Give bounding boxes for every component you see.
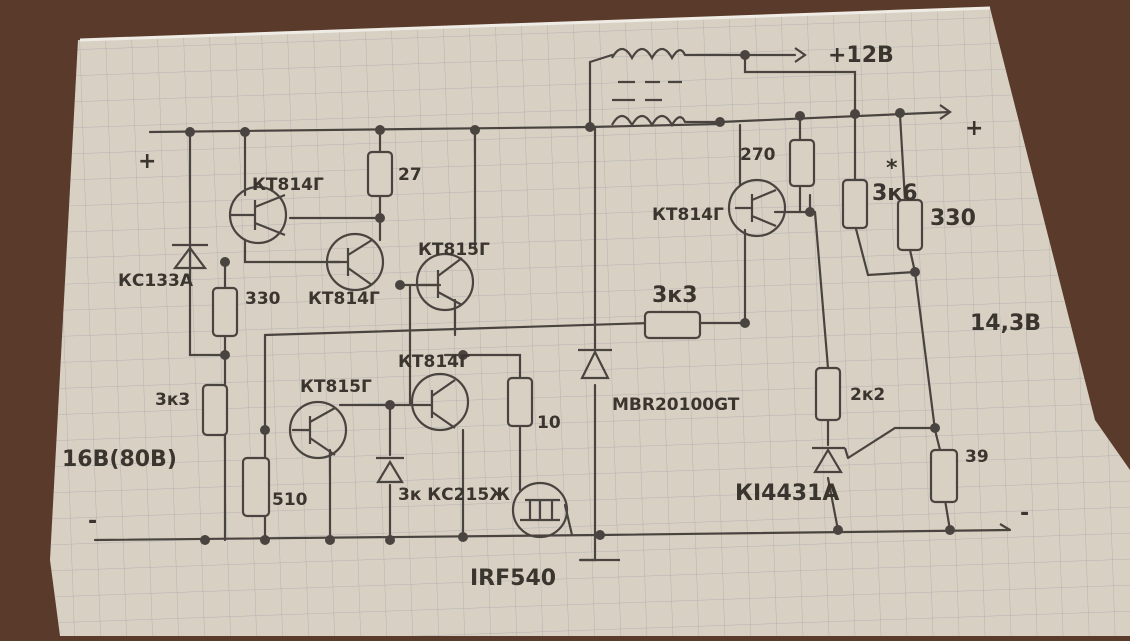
label-q2: КТ814Г — [308, 289, 380, 309]
junctions — [185, 50, 955, 545]
label-r27: 27 — [398, 165, 422, 185]
transistor-q3 — [415, 252, 475, 312]
transistor-q2 — [325, 232, 385, 292]
label-q-right: КТ814Г — [652, 205, 724, 225]
label-out-voltage: 14,3В — [970, 311, 1041, 336]
resistor-27 — [366, 150, 394, 198]
transistors — [228, 178, 787, 539]
label-q-mid: КТ814Г — [398, 352, 470, 372]
resistor-330-right — [896, 198, 924, 252]
label-r3k6: 3к6 — [872, 181, 918, 206]
paper-grid — [50, 8, 1130, 636]
diodes — [172, 243, 850, 484]
label-out-plus: + — [965, 116, 983, 141]
diode-mbr — [578, 348, 612, 380]
label-out-minus: - — [1020, 501, 1029, 526]
resistor-3k3-fb — [643, 310, 702, 340]
output-arrows — [794, 47, 1011, 531]
inductors — [611, 47, 687, 128]
zener-mid — [376, 456, 404, 484]
label-q1: КТ814Г — [252, 175, 324, 195]
transistor-mid — [410, 372, 470, 432]
label-diode: MBR20100GT — [612, 395, 740, 415]
resistor-510 — [241, 456, 271, 518]
paper-edge — [79, 6, 991, 42]
label-plus-in: + — [138, 149, 156, 174]
label-r39: 39 — [965, 447, 989, 467]
label-mosfet: IRF540 — [470, 566, 556, 591]
label-r2k2: 2к2 — [850, 385, 885, 405]
label-r330-left: 330 — [245, 289, 281, 309]
transistor-drive — [288, 400, 348, 460]
label-zener-mid: 3к КС215Ж — [398, 485, 510, 505]
label-r3k6-star: * — [886, 156, 898, 181]
inductor-bottom — [611, 114, 687, 128]
resistor-2k2 — [814, 366, 842, 422]
resistor-39 — [929, 448, 959, 504]
label-minus-in: - — [88, 509, 97, 534]
label-r3k3-fb: 3к3 — [652, 283, 698, 308]
label-input-voltage: 16В(80В) — [62, 447, 177, 472]
zener-left — [172, 243, 208, 270]
resistor-3k6 — [841, 178, 869, 230]
resistor-3k3-left — [201, 383, 229, 437]
label-zener-left: КС133А — [118, 271, 194, 291]
label-r3k3-left: 3к3 — [155, 390, 190, 410]
label-out-12v: +12В — [828, 43, 894, 68]
resistor-330-left — [211, 286, 239, 338]
label-q3: КТ815Г — [418, 240, 490, 260]
inductor-top — [611, 47, 687, 61]
resistors — [201, 138, 959, 518]
resistor-270 — [788, 138, 816, 188]
label-r270: 270 — [740, 145, 776, 165]
mosfet-symbol — [511, 481, 569, 539]
label-r330-right: 330 — [930, 206, 976, 231]
resistor-10 — [506, 376, 534, 428]
label-tl431: КІ4431А — [735, 481, 839, 506]
transistor-right — [727, 178, 787, 238]
label-q-drive: КТ815Г — [300, 377, 372, 397]
label-r10: 10 — [537, 413, 561, 433]
tl431-symbol — [812, 446, 850, 474]
label-r510: 510 — [272, 490, 308, 510]
transistor-q1 — [228, 185, 288, 245]
